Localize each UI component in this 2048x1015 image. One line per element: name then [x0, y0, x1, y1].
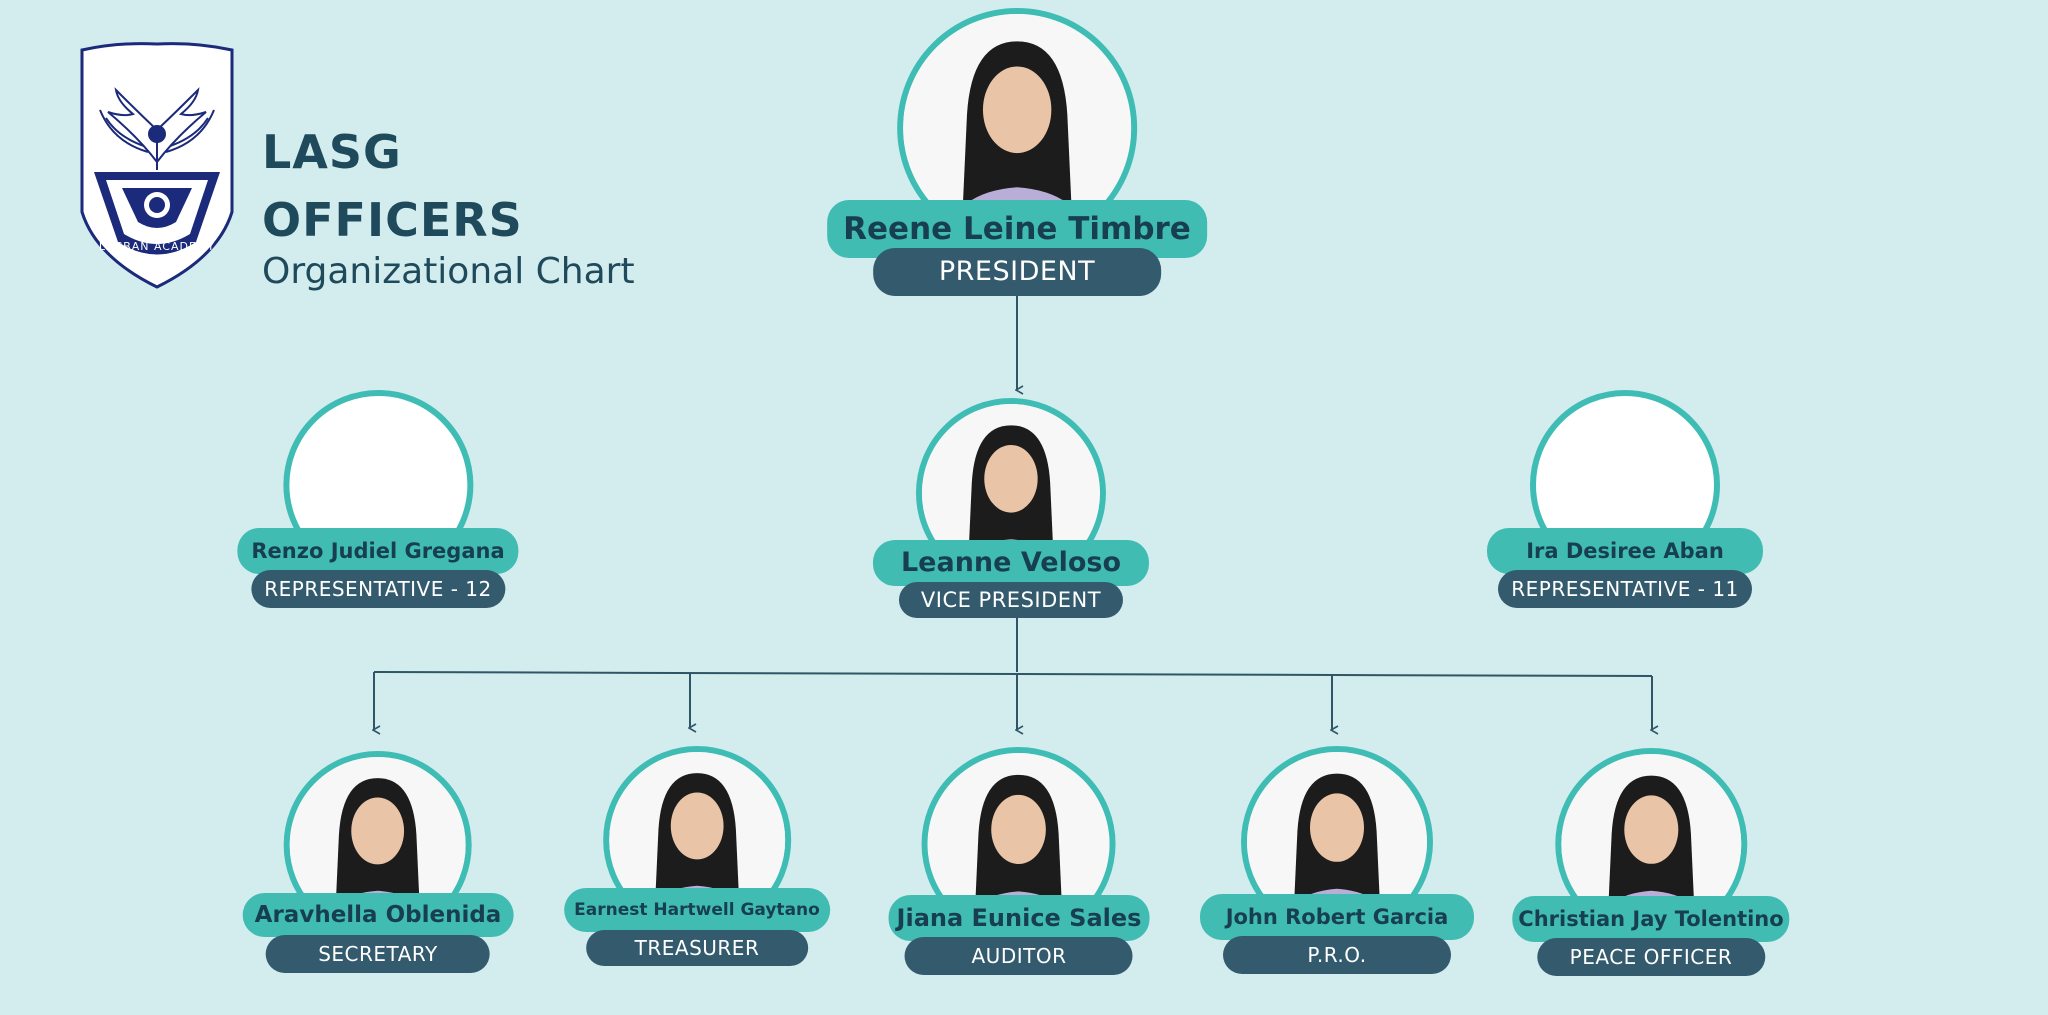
officer-president: Reene Leine Timbre PRESIDENT — [827, 8, 1207, 296]
officer-vice-president: Leanne Veloso VICE PRESIDENT — [872, 398, 1150, 618]
representative-11-role: REPRESENTATIVE - 11 — [1498, 570, 1752, 608]
representative-12-name: Renzo Judiel Gregana — [237, 528, 519, 574]
pro-name: John Robert Garcia — [1200, 894, 1474, 940]
vice-president-role: VICE PRESIDENT — [899, 582, 1123, 618]
subtitle: Organizational Chart — [262, 251, 635, 292]
officer-representative-12: Renzo Judiel Gregana REPRESENTATIVE - 12 — [237, 390, 519, 608]
auditor-name: Jiana Eunice Sales — [888, 895, 1150, 941]
vice-president-name: Leanne Veloso — [872, 540, 1150, 586]
officer-representative-11: Ira Desiree Aban REPRESENTATIVE - 11 — [1487, 390, 1763, 608]
secretary-role: SECRETARY — [265, 935, 490, 973]
representative-12-role: REPRESENTATIVE - 12 — [250, 570, 505, 608]
chart-heading: LASG OFFICERS Organizational Chart — [262, 118, 635, 294]
officer-secretary: Aravhella Oblenida SECRETARY — [242, 751, 514, 973]
officer-treasurer: Earnest Hartwell Gaytano TREASURER — [564, 746, 830, 966]
president-role: PRESIDENT — [873, 248, 1161, 296]
secretary-name: Aravhella Oblenida — [242, 893, 514, 937]
eagle-icon — [99, 87, 215, 170]
title-line-2: OFFICERS — [262, 193, 523, 247]
representative-11-name: Ira Desiree Aban — [1487, 528, 1763, 574]
treasurer-name: Earnest Hartwell Gaytano — [564, 888, 830, 932]
connector-branch-bar — [373, 671, 1653, 677]
logo-text: LUCBAN ACADEMY — [99, 240, 215, 253]
peace-officer-role: PEACE OFFICER — [1537, 938, 1765, 976]
title-line-1: LASG — [262, 125, 402, 179]
officer-peace-officer: Christian Jay Tolentino PEACE OFFICER — [1512, 748, 1790, 976]
officer-auditor: Jiana Eunice Sales AUDITOR — [888, 747, 1150, 975]
school-logo: LUCBAN ACADEMY — [80, 42, 234, 289]
peace-officer-name: Christian Jay Tolentino — [1512, 896, 1790, 942]
treasurer-role: TREASURER — [586, 930, 808, 966]
pro-role: P.R.O. — [1223, 936, 1451, 974]
officer-pro: John Robert Garcia P.R.O. — [1200, 746, 1474, 974]
auditor-role: AUDITOR — [904, 937, 1133, 975]
